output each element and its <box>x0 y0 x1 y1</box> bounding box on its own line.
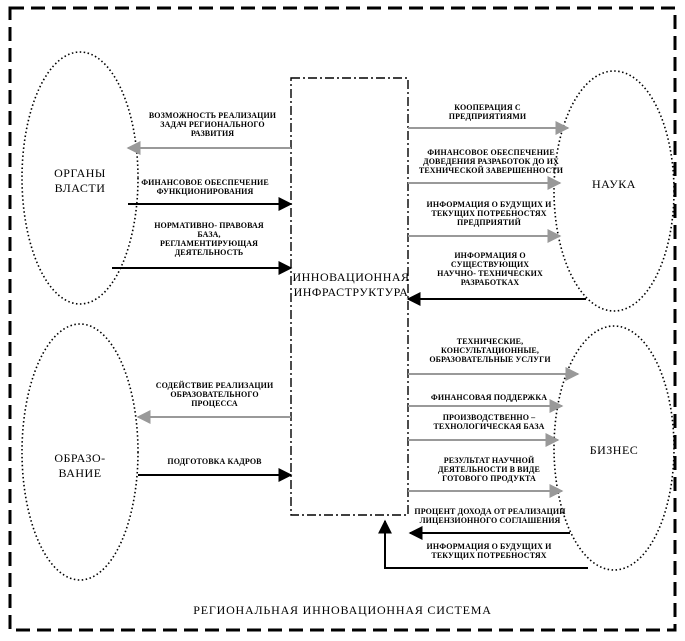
flow-label-legal-base: НОРМАТИВНО- ПРАВОВАЯ БАЗА, РЕГЛАМЕНТИРУЮ… <box>154 221 264 257</box>
science-label: НАУКА <box>592 177 636 191</box>
flow-label-fin-func: ФИНАНСОВОЕ ОБЕСПЕЧЕНИЕ ФУНКЦИОНИРОВАНИЯ <box>141 178 269 196</box>
science-ellipse <box>553 70 675 312</box>
flow-label-sci-result: РЕЗУЛЬТАТ НАУЧНОЙ ДЕЯТЕЛЬНОСТИ В ВИДЕ ГО… <box>438 456 540 483</box>
arrow-info-biz-needs <box>378 519 588 569</box>
flow-label-coop: КООПЕРАЦИЯ С ПРЕДПРИЯТИЯМИ <box>448 103 527 121</box>
flow-label-edu-process: СОДЕЙСТВИЕ РЕАЛИЗАЦИИ ОБРАЗОВАТЕЛЬНОГО П… <box>155 381 274 408</box>
infrastructure-label: ИННОВАЦИОННАЯ ИНФРАСТРУКТУРА <box>292 270 410 299</box>
flow-label-fin-dev: ФИНАНСОВОЕ ОБЕСПЕЧЕНИЕ ДОВЕДЕНИЯ РАЗРАБО… <box>418 148 564 175</box>
flow-label-fin-support: ФИНАНСОВАЯ ПОДДЕРЖКА <box>430 393 548 402</box>
education-ellipse <box>21 323 139 581</box>
flow-label-license-income: ПРОЦЕНТ ДОХОДА ОТ РЕАЛИЗАЦИИ ЛИЦЕНЗИОННО… <box>414 507 566 525</box>
system-title: РЕГИОНАЛЬНАЯ ИННОВАЦИОННАЯ СИСТЕМА <box>193 603 492 617</box>
flow-label-prod-base: ПРОИЗВОДСТВЕННО – ТЕХНОЛОГИЧЕСКАЯ БАЗА <box>433 413 545 431</box>
flow-label-info-biz-needs: ИНФОРМАЦИЯ О БУДУЩИХ И ТЕКУЩИХ ПОТРЕБНОС… <box>426 542 552 560</box>
business-ellipse <box>553 325 675 571</box>
flow-label-info-existing: ИНФОРМАЦИЯ О СУЩЕСТВУЮЩИХ НАУЧНО- ТЕХНИЧ… <box>437 251 543 287</box>
education-label: ОБРАЗО- ВАНИЕ <box>54 451 106 480</box>
flow-label-info-needs: ИНФОРМАЦИЯ О БУДУЩИХ И ТЕКУЩИХ ПОТРЕБНОС… <box>426 200 552 227</box>
authorities-ellipse <box>21 51 139 305</box>
system-border <box>8 6 677 632</box>
flow-label-staff: ПОДГОТОВКА КАДРОВ <box>167 457 262 466</box>
flow-label-reg-dev: ВОЗМОЖНОСТЬ РЕАЛИЗАЦИИ ЗАДАЧ РЕГИОНАЛЬНО… <box>148 111 277 138</box>
flow-label-tech-services: ТЕХНИЧЕСКИЕ, КОНСУЛЬТАЦИОННЫЕ, ОБРАЗОВАТ… <box>429 337 551 364</box>
business-label: БИЗНЕС <box>589 443 639 457</box>
authorities-label: ОРГАНЫ ВЛАСТИ <box>54 166 106 195</box>
